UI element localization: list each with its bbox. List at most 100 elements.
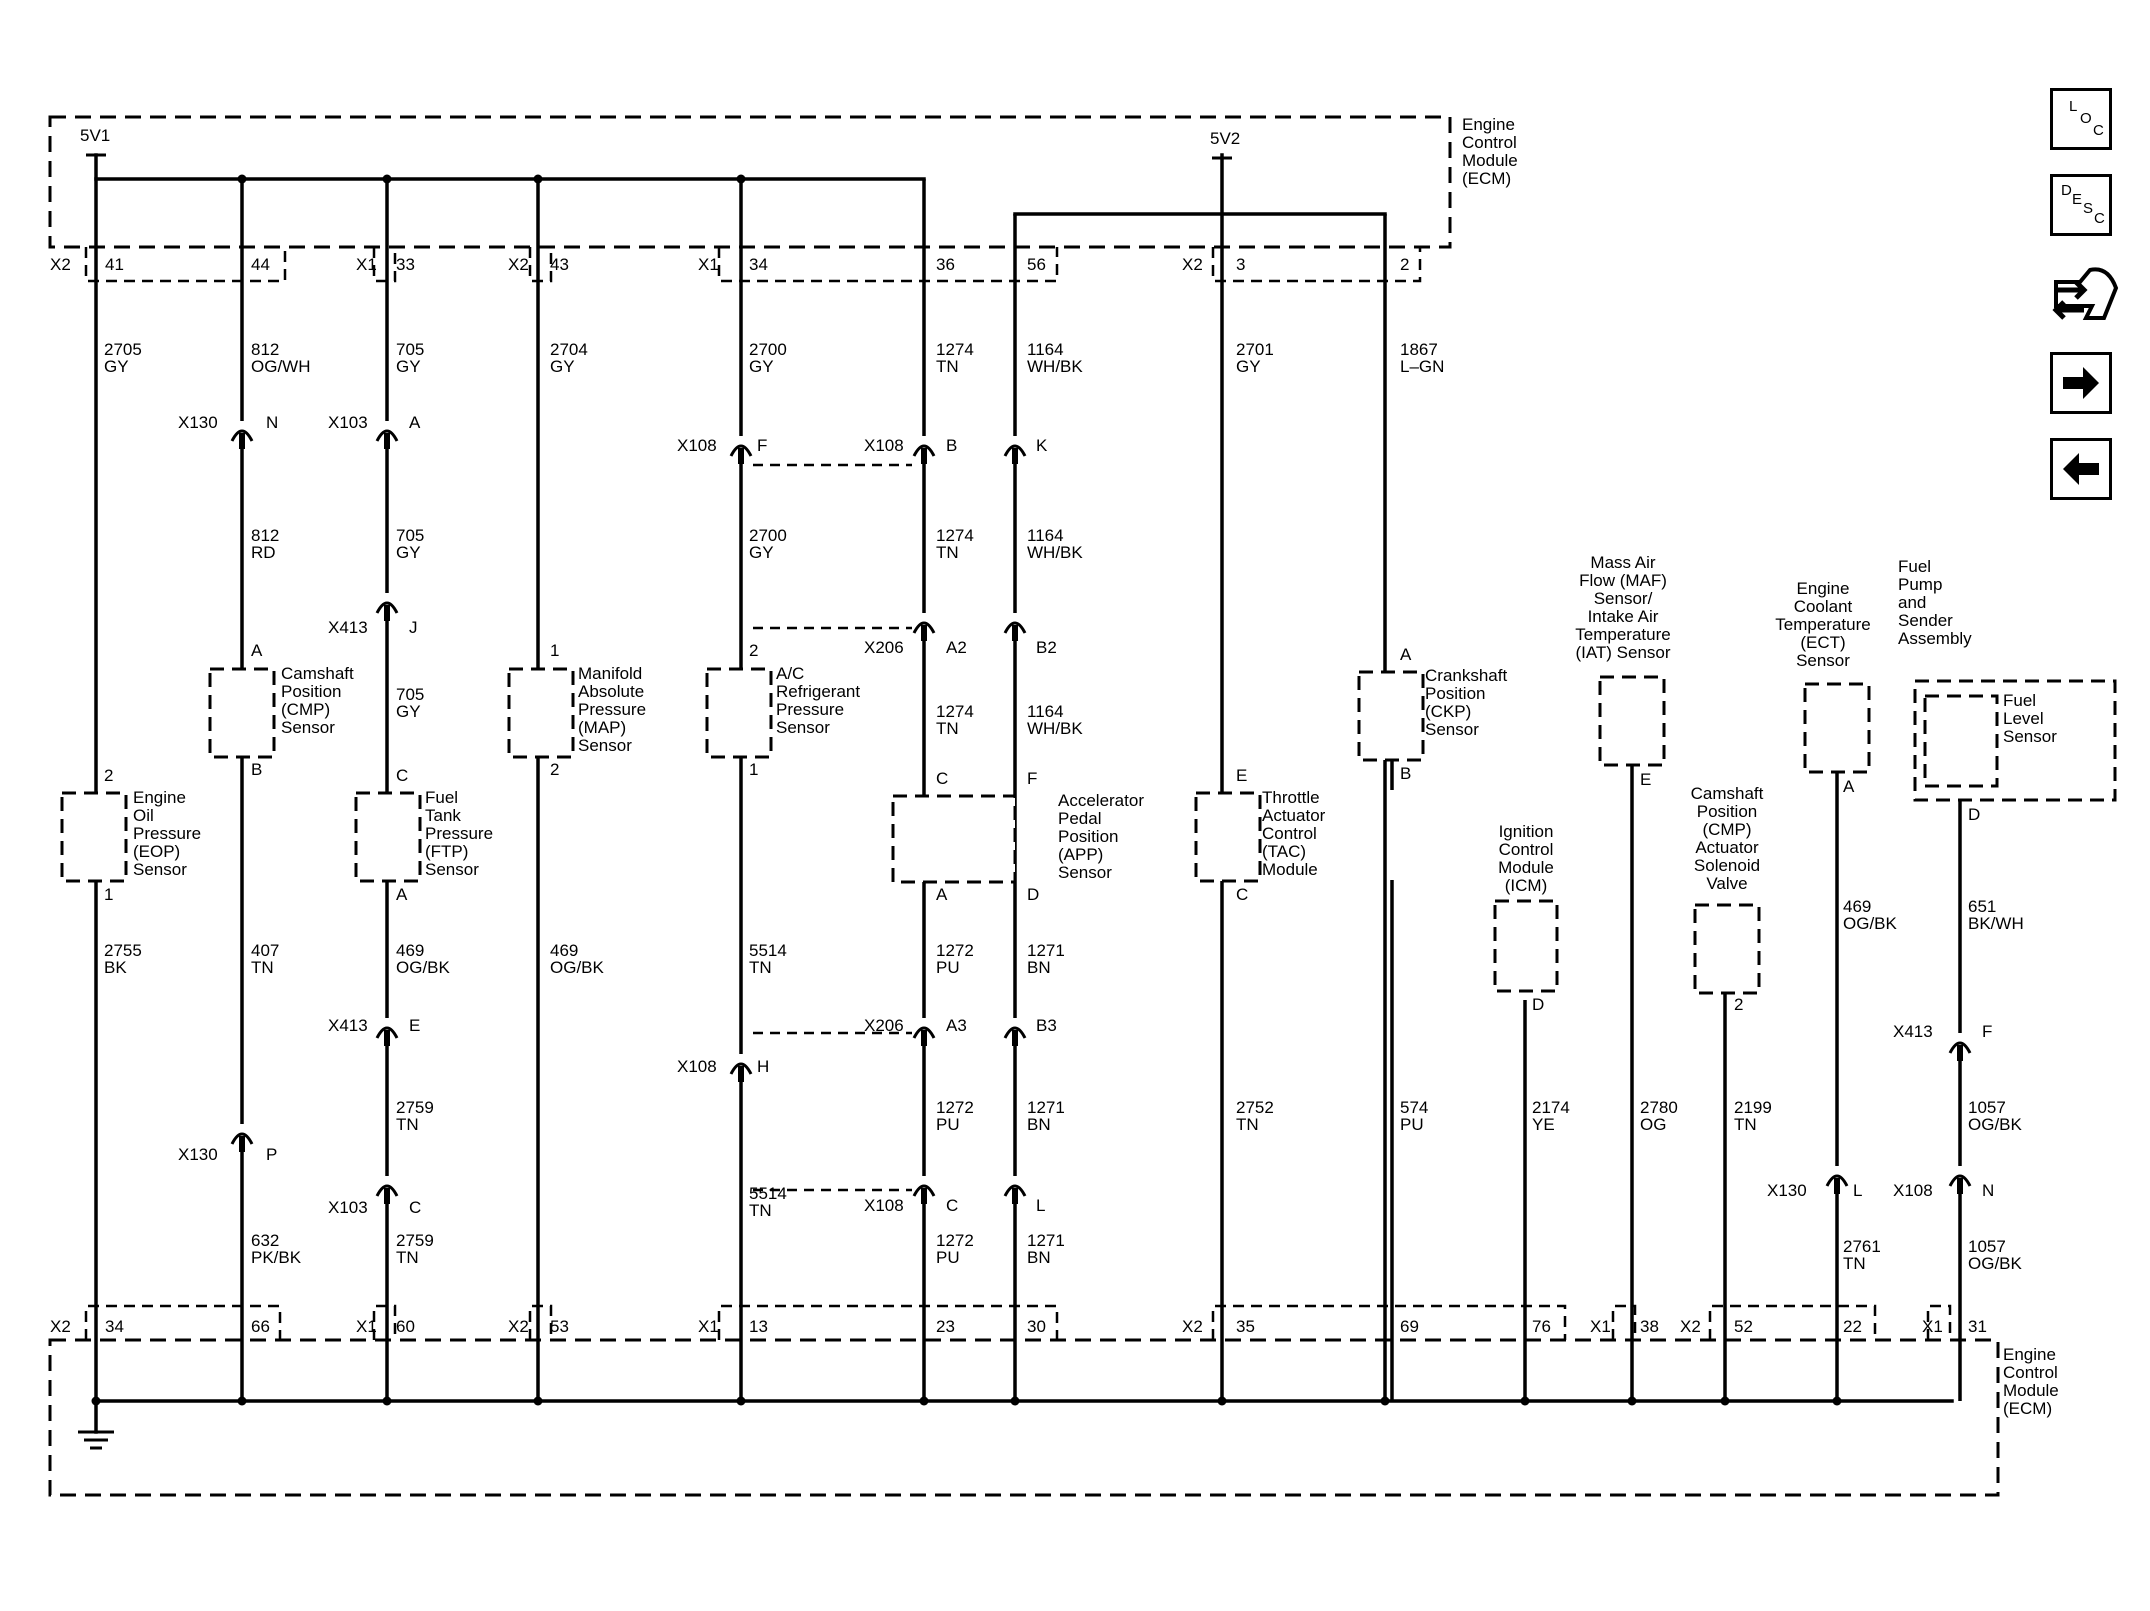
component-pin-label: C: [936, 769, 948, 788]
wire-color-label: OG/BK: [550, 958, 605, 977]
top-pin: 44: [251, 255, 270, 274]
component-label-line: (ECT): [1800, 633, 1845, 652]
wire-color-label: TN: [251, 958, 274, 977]
ftp-sensor-box: [354, 791, 422, 883]
wire-color-label: PU: [1400, 1115, 1424, 1134]
top-pin: 2: [1400, 255, 1409, 274]
wire-circuit-label: 1271: [1027, 941, 1065, 960]
wire-color-label: PU: [936, 958, 960, 977]
connector-female-icon: [912, 621, 936, 634]
connector-tool-icon[interactable]: [2050, 262, 2120, 332]
wire-color-label: GY: [396, 702, 421, 721]
wire-circuit-label: 1274: [936, 340, 974, 359]
connector-male-icon: [384, 1188, 390, 1204]
top-pin: 56: [1027, 255, 1046, 274]
inline-connector-pin: N: [266, 413, 278, 432]
wire-circuit-label: 2704: [550, 340, 588, 359]
wire-color-label: TN: [1734, 1115, 1757, 1134]
wire-color-label: L–GN: [1400, 357, 1444, 376]
wire-circuit-label: 5514: [749, 941, 787, 960]
wire-circuit-label: 1867: [1400, 340, 1438, 359]
wire-color-label: GY: [1236, 357, 1261, 376]
connector-female-icon: [729, 1062, 753, 1075]
top-connector-x2-b: X2: [508, 255, 529, 274]
inline-connector-pin: A2: [946, 638, 967, 657]
bottom-pin: 60: [396, 1317, 415, 1336]
junction-dot: [1627, 1396, 1637, 1406]
bottom-connector-x1-b: X1: [698, 1317, 719, 1336]
inline-connector-label: X206: [864, 638, 904, 657]
previous-page-button[interactable]: [2050, 438, 2112, 500]
bottom-pin: 13: [749, 1317, 768, 1336]
component-label-line: Sender: [1898, 611, 1953, 630]
junction-dot: [382, 1396, 392, 1406]
component-label-line: (FTP): [425, 842, 468, 861]
wire-circuit-label: 1271: [1027, 1231, 1065, 1250]
bottom-connector-x1-a: X1: [356, 1317, 377, 1336]
connector-male-icon: [921, 1188, 927, 1204]
junction-dot: [237, 174, 247, 184]
component-label-line: Sensor/: [1594, 589, 1653, 608]
inline-connector-label: X206: [864, 1016, 904, 1035]
connector-male-icon: [1957, 1178, 1963, 1194]
maf-sensor-box: [1598, 675, 1666, 767]
connector-male-icon: [384, 1030, 390, 1046]
inline-connector-pin: B: [946, 436, 957, 455]
junction-dot: [1832, 1396, 1842, 1406]
top-pin: 36: [936, 255, 955, 274]
bottom-pin: 35: [1236, 1317, 1255, 1336]
wire-circuit-label: 1164: [1027, 340, 1064, 359]
junction-dot: [736, 1396, 746, 1406]
loc-letter-3: C: [2093, 122, 2104, 139]
supply-5v1-label: 5V1: [80, 126, 110, 145]
wire-circuit-label: 1272: [936, 1231, 974, 1250]
wire-color-label: OG/BK: [1843, 914, 1898, 933]
inline-connector-pin: L: [1036, 1196, 1045, 1215]
component-pin-label: 1: [104, 885, 113, 904]
connector-male-icon: [384, 605, 390, 621]
wire-color-label: BK: [104, 958, 127, 977]
inline-connector-label: X130: [178, 1145, 218, 1164]
bottom-pin: 23: [936, 1317, 955, 1336]
junction-dot: [1217, 1396, 1227, 1406]
component-pin-label: C: [396, 766, 408, 785]
wire-circuit-label: 469: [1843, 897, 1871, 916]
wire-color-label: RD: [251, 543, 276, 562]
bottom-pin: 30: [1027, 1317, 1046, 1336]
inline-connector-pin: A: [409, 413, 421, 432]
component-label-line: Sensor: [425, 860, 479, 879]
connector-female-icon: [729, 444, 753, 457]
bottom-pin: 22: [1843, 1317, 1862, 1336]
bottom-pin: 76: [1532, 1317, 1551, 1336]
component-label-line: Absolute: [578, 682, 644, 701]
component-label-line: Camshaft: [1691, 784, 1764, 803]
wire-circuit-label: 812: [251, 526, 279, 545]
fuel-level-sensor-box: [1923, 694, 1999, 788]
component-pin-label: 2: [749, 641, 758, 660]
component-pin-label: F: [1027, 769, 1037, 788]
component-pin-label: 2: [550, 760, 559, 779]
bottom-connector-x2-c: X2: [1182, 1317, 1203, 1336]
component-label-line: Mass Air: [1590, 553, 1656, 572]
ecm-bottom-label-line: (ECM): [2003, 1399, 2052, 1418]
component-label-line: Temperature: [1575, 625, 1670, 644]
component-label-line: Flow (MAF): [1579, 571, 1667, 590]
inline-connector-pin: F: [757, 436, 767, 455]
wire-circuit-label: 2759: [396, 1098, 434, 1117]
connector-female-icon: [375, 1184, 399, 1197]
wire-circuit-label: 2755: [104, 941, 142, 960]
description-button[interactable]: D E S C: [2050, 174, 2112, 236]
junction-dot: [91, 1396, 101, 1406]
next-page-button[interactable]: [2050, 352, 2112, 414]
wire-circuit-label: 651: [1968, 897, 1996, 916]
top-pin: 3: [1236, 255, 1245, 274]
connector-male-icon: [1012, 1030, 1018, 1046]
icm-box: [1493, 899, 1559, 993]
connector-male-icon: [1012, 625, 1018, 641]
component-label-line: Sensor: [578, 736, 632, 755]
wire-color-label: TN: [936, 543, 959, 562]
location-button[interactable]: L O C: [2050, 88, 2112, 150]
component-label-line: Actuator: [1695, 838, 1759, 857]
component-label-line: Sensor: [281, 718, 335, 737]
